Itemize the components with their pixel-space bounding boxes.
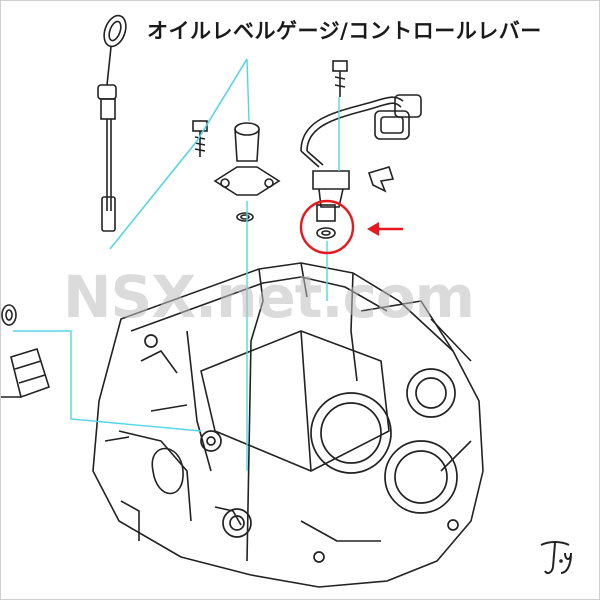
- highlight-circle: [299, 199, 355, 255]
- shaft-bore-openings: [144, 334, 459, 563]
- control-lever-sensor: [300, 60, 422, 208]
- flange-bolt: [192, 120, 208, 157]
- diagram-title: オイルレベルゲージ/コントロールレバー: [147, 19, 542, 43]
- left-connector: [1, 304, 50, 399]
- transmission-case: [92, 262, 484, 588]
- leader-lines: [13, 58, 340, 471]
- watermark-text: NSX.net.com: [63, 263, 475, 331]
- highlight-callout: [299, 199, 403, 255]
- oil-filler-tube: [213, 122, 281, 222]
- signature-mark: [540, 541, 572, 575]
- oil-level-dipstick: [97, 14, 127, 232]
- o-ring: [316, 204, 336, 239]
